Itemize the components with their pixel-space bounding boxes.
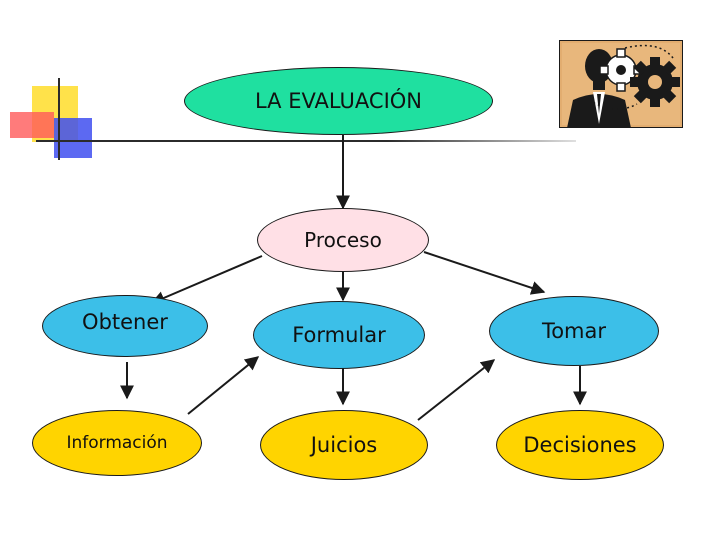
- process-node: Proceso: [257, 208, 429, 272]
- step-label: Obtener: [82, 310, 168, 334]
- deco-blue-block: [54, 118, 92, 158]
- deco-horizontal-line: [36, 140, 576, 142]
- result-label: Juicios: [310, 433, 378, 457]
- person-gears-clipart-icon: [558, 39, 684, 129]
- result-node-juicios: Juicios: [260, 410, 428, 480]
- arrow-process-to-tomar: [423, 251, 546, 295]
- step-node-tomar: Tomar: [489, 296, 659, 366]
- process-label: Proceso: [304, 228, 382, 252]
- result-node-decisiones: Decisiones: [496, 410, 664, 480]
- deco-vertical-line: [58, 78, 60, 160]
- deco-red-block: [10, 112, 54, 138]
- step-label: Tomar: [541, 319, 607, 343]
- step-node-obtener: Obtener: [42, 295, 208, 357]
- step-node-formular: Formular: [253, 301, 425, 369]
- result-node-informacion: Información: [32, 410, 202, 476]
- result-label: Información: [66, 433, 168, 453]
- arrow-process-to-obtener: [150, 255, 263, 305]
- result-label: Decisiones: [523, 433, 637, 457]
- step-label: Formular: [292, 323, 386, 347]
- arrow-informacion-to-formular: [187, 356, 260, 415]
- title-label: LA EVALUACIÓN: [255, 89, 422, 113]
- arrow-juicios-to-tomar: [417, 359, 496, 421]
- title-node: LA EVALUACIÓN: [184, 67, 493, 135]
